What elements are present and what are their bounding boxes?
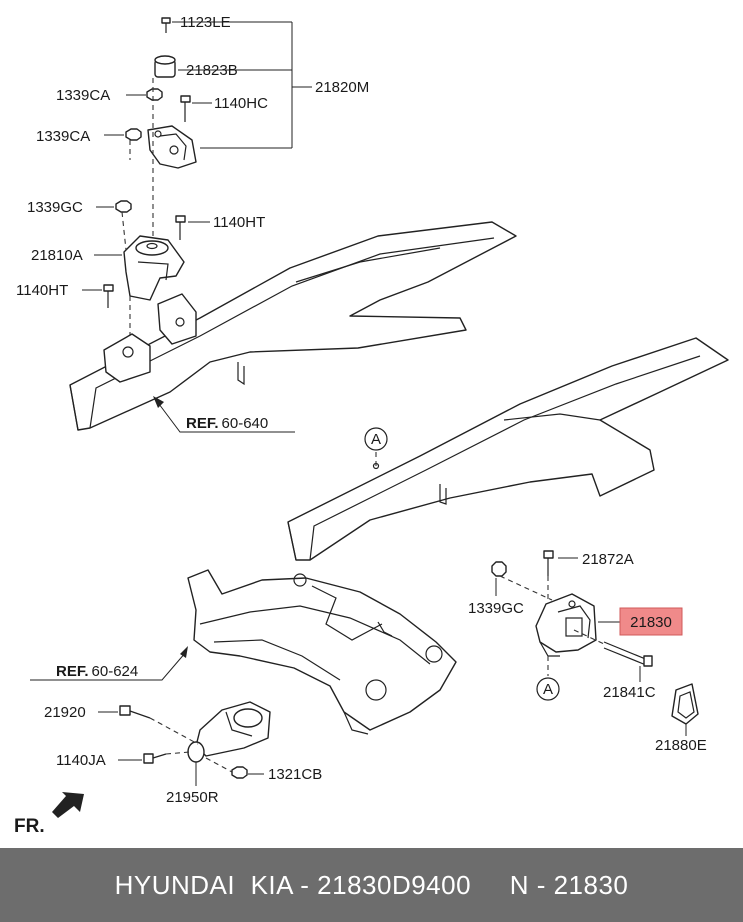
mount-21830 [535,593,597,657]
footer-reference: N - 21830 [509,869,629,900]
footer-part-number: HYUNDAI KIA - 21830D9400 [114,869,472,900]
bolt-1140ja [143,751,191,764]
ref-60-640-number: 60-640 [222,415,269,432]
label-1339ca-lower: 1339CA [36,128,90,145]
marker-a-top: A [364,427,388,451]
label-1339gc-right: 1339GC [468,600,524,617]
nut-1339ca-top [146,88,163,101]
upper-frame-rail [69,221,517,431]
label-21810a: 21810A [31,247,83,264]
label-1321cb: 1321CB [268,766,322,783]
label-1339ca-top: 1339CA [56,87,110,104]
bolt-1140hc [180,95,191,122]
middle-frame-rail [287,337,729,561]
label-1140ja: 1140JA [56,752,106,769]
mount-21810a [123,235,185,301]
label-21820m: 21820M [315,79,369,96]
ref-60-624-number: 60-624 [92,663,139,680]
bushing-21823b [154,55,176,78]
label-ref-60-640: REF.60-640 [186,415,268,432]
label-21830: 21830 [630,614,672,631]
label-1140hc: 1140HC [214,95,268,112]
label-1339gc-top: 1339GC [27,199,83,216]
footer-spacer [471,870,510,901]
front-arrow-icon [52,792,84,818]
cap-21880e [671,683,699,725]
ref-60-624-bold: REF. [56,663,89,680]
ref-60-624-callout [30,646,188,681]
bolt-1140ht-upper [175,215,186,240]
label-21841c: 21841C [603,684,656,701]
label-21823b: 21823B [186,62,238,79]
label-21880e: 21880E [655,737,707,754]
label-21950r: 21950R [166,789,219,806]
leader-lines [82,21,687,786]
marker-a-bottom: A [536,677,560,701]
bracket-21820m [147,125,197,169]
label-1140ht-lower: 1140HT [16,282,68,299]
washer-1339gc-right [491,561,507,577]
footer-bar: HYUNDAI KIA - 21830D9400 N - 21830 [0,848,743,922]
nut-1339ca-lower [125,128,142,141]
nut-1321cb [205,757,248,779]
marker-a-bottom-label: A [543,681,553,698]
ref-60-640-callout [153,396,295,433]
bolt-1140ht-lower [103,284,114,308]
label-21872a: 21872A [582,551,634,568]
parts-diagram: 1123LE 21823B 21820M 1339CA 1140HC 1339C… [14,14,729,837]
bolt-21872a [543,550,554,576]
highlight-21830: 21830 [619,607,683,636]
front-direction-indicator: FR. [14,792,84,837]
label-ref-60-624: REF.60-624 [56,663,138,680]
subframe [187,569,457,735]
front-label: FR. [14,816,45,837]
label-21920: 21920 [44,704,86,721]
bolt-21920 [119,705,199,745]
label-1123le: 1123LE [180,14,231,31]
bolt-21841c [573,629,653,667]
nut-1339gc-top [115,200,132,213]
upper-mount-assembly [103,17,197,340]
roll-rod-21950r [187,701,271,763]
part-labels: 1123LE 21823B 21820M 1339CA 1140HC 1339C… [16,14,707,806]
bolt-1123le [161,17,171,33]
ref-60-640-bold: REF. [186,415,219,432]
marker-a-top-label: A [371,431,381,448]
label-1140ht-upper: 1140HT [213,214,265,231]
mount-assembly-21830 [491,550,699,725]
